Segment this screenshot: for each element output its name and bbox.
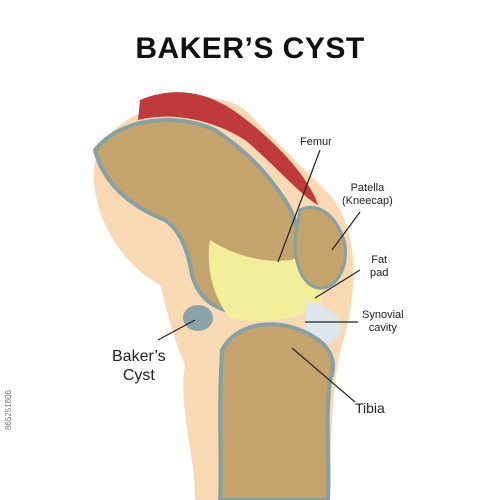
fat-pad-line2: pad [370, 267, 389, 280]
bakers-cyst [183, 305, 213, 331]
label-bakers-cyst: Baker’s Cyst [112, 347, 166, 385]
label-femur: Femur [300, 136, 332, 149]
tibia-text: Tibia [355, 400, 385, 416]
bakers-line2: Cyst [122, 367, 155, 385]
pointer-tibia [291, 347, 356, 403]
diagram-title: BAKER’S CYST [135, 32, 365, 65]
patella-bone [293, 206, 347, 290]
patella-line2: (Kneecap) [342, 195, 393, 208]
synovial-line1: Synovial [362, 309, 404, 321]
fat-pad-line1: Fat [371, 254, 388, 266]
tibia-bone [217, 322, 335, 500]
pointer-femur [277, 149, 321, 263]
patella-line1: Patella [350, 182, 385, 194]
femur-text: Femur [300, 136, 332, 148]
pointer-patella [331, 211, 361, 251]
bakers-line1: Baker’s [112, 348, 166, 365]
pointer-bakers-cyst [157, 319, 196, 341]
quadriceps-muscle [138, 92, 318, 205]
pointer-fat-pad [314, 269, 361, 299]
label-fat-pad: Fat pad [370, 254, 388, 280]
label-patella: Patella (Kneecap) [342, 182, 393, 208]
watermark-id: 865251806 [4, 390, 13, 431]
label-synovial-cavity: Synovial cavity [362, 309, 404, 335]
synovial-line2: cavity [368, 322, 397, 335]
label-tibia: Tibia [355, 400, 385, 417]
